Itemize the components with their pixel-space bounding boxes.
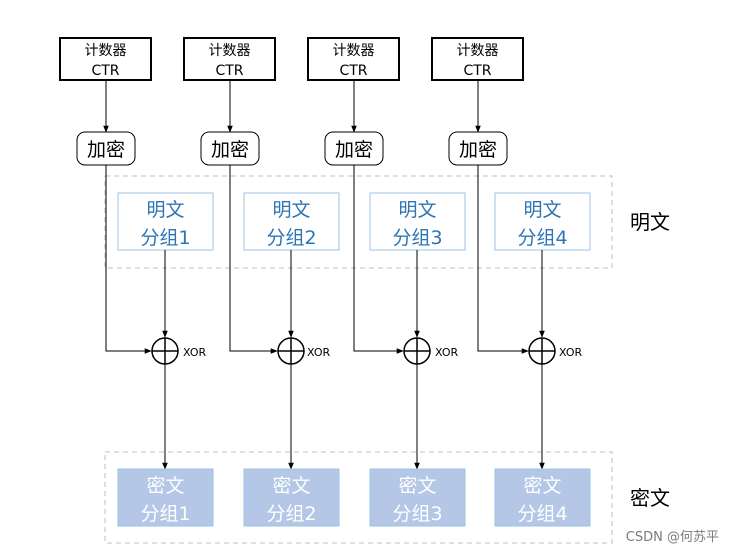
xor-label: XOR <box>559 346 582 359</box>
plaintext-group-label: 明文 <box>630 210 670 234</box>
xor-label: XOR <box>183 346 206 359</box>
ciphertext-block-index: 分组1 <box>140 503 190 525</box>
counter-ctr-label: CTR <box>215 63 243 79</box>
ciphertext-block-index: 分组4 <box>517 503 567 525</box>
xor-icon <box>528 337 556 365</box>
counter-box <box>59 37 152 81</box>
plaintext-block-index: 分组4 <box>517 227 567 249</box>
plaintext-block-index: 分组2 <box>266 227 316 249</box>
counter-box <box>431 37 524 81</box>
xor-label: XOR <box>435 346 458 359</box>
plaintext-block <box>243 192 340 251</box>
encrypt-label: 加密 <box>211 139 249 161</box>
ciphertext-group-frame <box>104 451 613 544</box>
ciphertext-block <box>243 468 340 527</box>
encrypt-label: 加密 <box>87 139 125 161</box>
ciphertext-block <box>494 468 591 527</box>
column-2: 计数器 CTR 加密 明文 分组2 XOR 密文 分组2 <box>183 37 340 527</box>
xor-icon <box>151 337 179 365</box>
counter-label: 计数器 <box>333 43 375 59</box>
ciphertext-block <box>117 468 214 527</box>
plaintext-block-index: 分组3 <box>392 227 442 249</box>
plaintext-block-label: 明文 <box>523 199 561 221</box>
counter-ctr-label: CTR <box>91 63 119 79</box>
encrypt-label: 加密 <box>459 139 497 161</box>
plaintext-block <box>494 192 591 251</box>
keystream-line <box>477 165 529 354</box>
xor-icon <box>277 337 305 365</box>
plaintext-block <box>117 192 214 251</box>
plaintext-block-index: 分组1 <box>140 227 190 249</box>
column-1: 计数器 CTR 加密 明文 分组1 XOR 密文 分组1 <box>59 37 214 527</box>
counter-label: 计数器 <box>457 43 499 59</box>
ciphertext-group-label: 密文 <box>630 486 670 510</box>
plaintext-group-frame <box>104 175 613 269</box>
column-3: 计数器 CTR 加密 明文 分组3 XOR 密文 分组3 <box>307 37 466 527</box>
plaintext-block-label: 明文 <box>146 199 184 221</box>
counter-box <box>307 37 400 81</box>
ciphertext-block-label: 密文 <box>523 475 561 497</box>
keystream-line <box>353 165 404 354</box>
ciphertext-block <box>369 468 466 527</box>
ciphertext-block-label: 密文 <box>398 475 436 497</box>
plaintext-block-label: 明文 <box>272 199 310 221</box>
xor-icon <box>403 337 431 365</box>
ciphertext-block-label: 密文 <box>272 475 310 497</box>
watermark: CSDN @何苏平 <box>625 530 719 545</box>
keystream-line <box>105 165 152 354</box>
counter-ctr-label: CTR <box>339 63 367 79</box>
counter-label: 计数器 <box>85 43 127 59</box>
ciphertext-block-index: 分组2 <box>266 503 316 525</box>
xor-label: XOR <box>307 346 330 359</box>
counter-label: 计数器 <box>209 43 251 59</box>
counter-box <box>183 37 276 81</box>
column-4: 计数器 CTR 加密 明文 分组4 XOR 密文 分组4 <box>431 37 591 527</box>
keystream-line <box>229 165 278 354</box>
ciphertext-block-index: 分组3 <box>392 503 442 525</box>
ciphertext-block-label: 密文 <box>146 475 184 497</box>
counter-ctr-label: CTR <box>463 63 491 79</box>
plaintext-block-label: 明文 <box>398 199 436 221</box>
encrypt-label: 加密 <box>335 139 373 161</box>
